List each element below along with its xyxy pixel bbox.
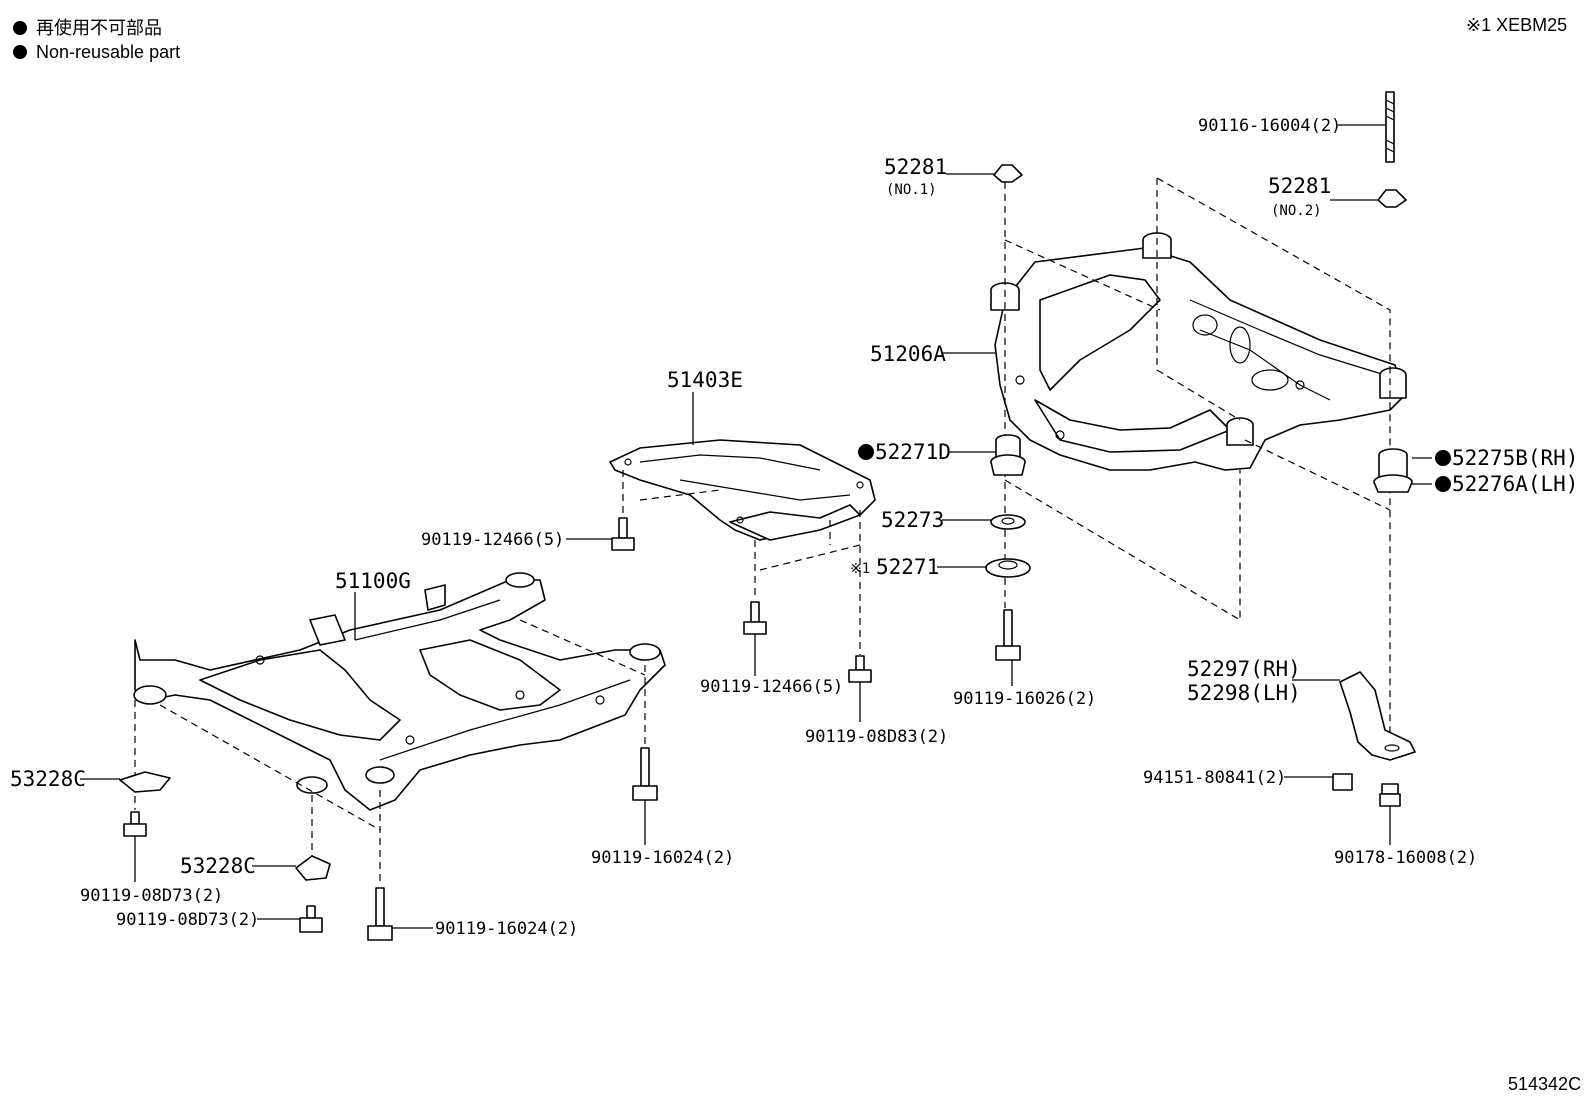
label-90178-16008: 90178-16008(2) — [1334, 848, 1477, 868]
brace-51403E — [609, 439, 876, 541]
label-90119-16024-b: 90119-16024(2) — [435, 919, 578, 939]
stud-bolt-icon — [1385, 91, 1395, 163]
label-90119-16024-a: 90119-16024(2) — [591, 848, 734, 868]
stopper-icon — [985, 558, 1031, 578]
washer-icon — [990, 514, 1026, 530]
rear-subframe-51206A — [990, 232, 1407, 471]
non-reusable-dot-icon — [858, 444, 874, 460]
label-52271: 52271 — [876, 555, 939, 579]
label-90116-16004: 90116-16004(2) — [1198, 116, 1341, 136]
insulator-icon — [993, 164, 1023, 183]
label-52275B: 52275B(RH) — [1452, 446, 1578, 470]
label-90119-12466-b: 90119-12466(5) — [700, 677, 843, 697]
label-52276A: 52276A(LH) — [1452, 472, 1578, 496]
bracket-icon — [1339, 671, 1416, 761]
bolt-icon — [611, 517, 635, 551]
figure-id: 514342C — [1508, 1074, 1581, 1094]
label-51403E: 51403E — [667, 368, 743, 392]
label-51206A: 51206A — [870, 342, 946, 366]
label-53228C-b: 53228C — [180, 854, 256, 878]
label-52281-no2: 52281 — [1268, 174, 1331, 198]
bolt-icon — [995, 609, 1021, 661]
non-reusable-dot-icon — [1435, 450, 1451, 466]
bolt-icon — [1379, 783, 1401, 807]
label-52271-mark: ※1 — [850, 561, 870, 577]
bolt-icon — [367, 887, 393, 941]
non-reusable-dot-icon — [13, 45, 27, 59]
plate-icon — [119, 771, 171, 793]
fasteners — [119, 91, 1416, 941]
label-52297: 52297(RH) — [1187, 657, 1301, 681]
front-subframe-51100G — [133, 572, 666, 811]
plate-icon — [295, 855, 331, 881]
bolt-icon — [632, 747, 658, 801]
non-reusable-dot-icon — [1435, 476, 1451, 492]
bolt-icon — [848, 655, 872, 683]
header-note: ※1 XEBM25 — [1466, 15, 1567, 35]
label-90119-08D73-b: 90119-08D73(2) — [116, 910, 259, 930]
label-90119-16026: 90119-16026(2) — [953, 689, 1096, 709]
bushing-icon — [1373, 448, 1413, 493]
label-52298: 52298(LH) — [1187, 681, 1301, 705]
label-53228C-a: 53228C — [10, 767, 86, 791]
bolt-icon — [743, 601, 767, 635]
label-90119-12466-a: 90119-12466(5) — [421, 530, 564, 550]
label-52281-no1: 52281 — [884, 155, 947, 179]
non-reusable-dot-icon — [13, 21, 27, 35]
label-51100G: 51100G — [335, 569, 411, 593]
nut-icon — [1332, 773, 1353, 791]
bushing-icon — [990, 434, 1026, 476]
label-52281-no1-sub: (NO.1) — [886, 182, 937, 198]
legend-en: Non-reusable part — [36, 42, 180, 62]
part-labels: 90116-16004(2) 52281 (NO.1) 52281 (NO.2)… — [10, 116, 1578, 939]
bolt-icon — [123, 811, 147, 837]
legend-jp: 再使用不可部品 — [36, 18, 162, 38]
label-52273: 52273 — [881, 508, 944, 532]
label-90119-08D83: 90119-08D83(2) — [805, 727, 948, 747]
label-52271D: 52271D — [875, 440, 951, 464]
label-52281-no2-sub: (NO.2) — [1271, 203, 1322, 219]
insulator-icon — [1377, 189, 1407, 208]
leader-lines — [80, 124, 1432, 929]
label-94151-80841: 94151-80841(2) — [1143, 768, 1286, 788]
label-90119-08D73-a: 90119-08D73(2) — [80, 886, 223, 906]
assembly-lines — [134, 177, 1391, 885]
bolt-icon — [299, 905, 323, 933]
legend: 再使用不可部品 Non-reusable part — [13, 18, 180, 62]
